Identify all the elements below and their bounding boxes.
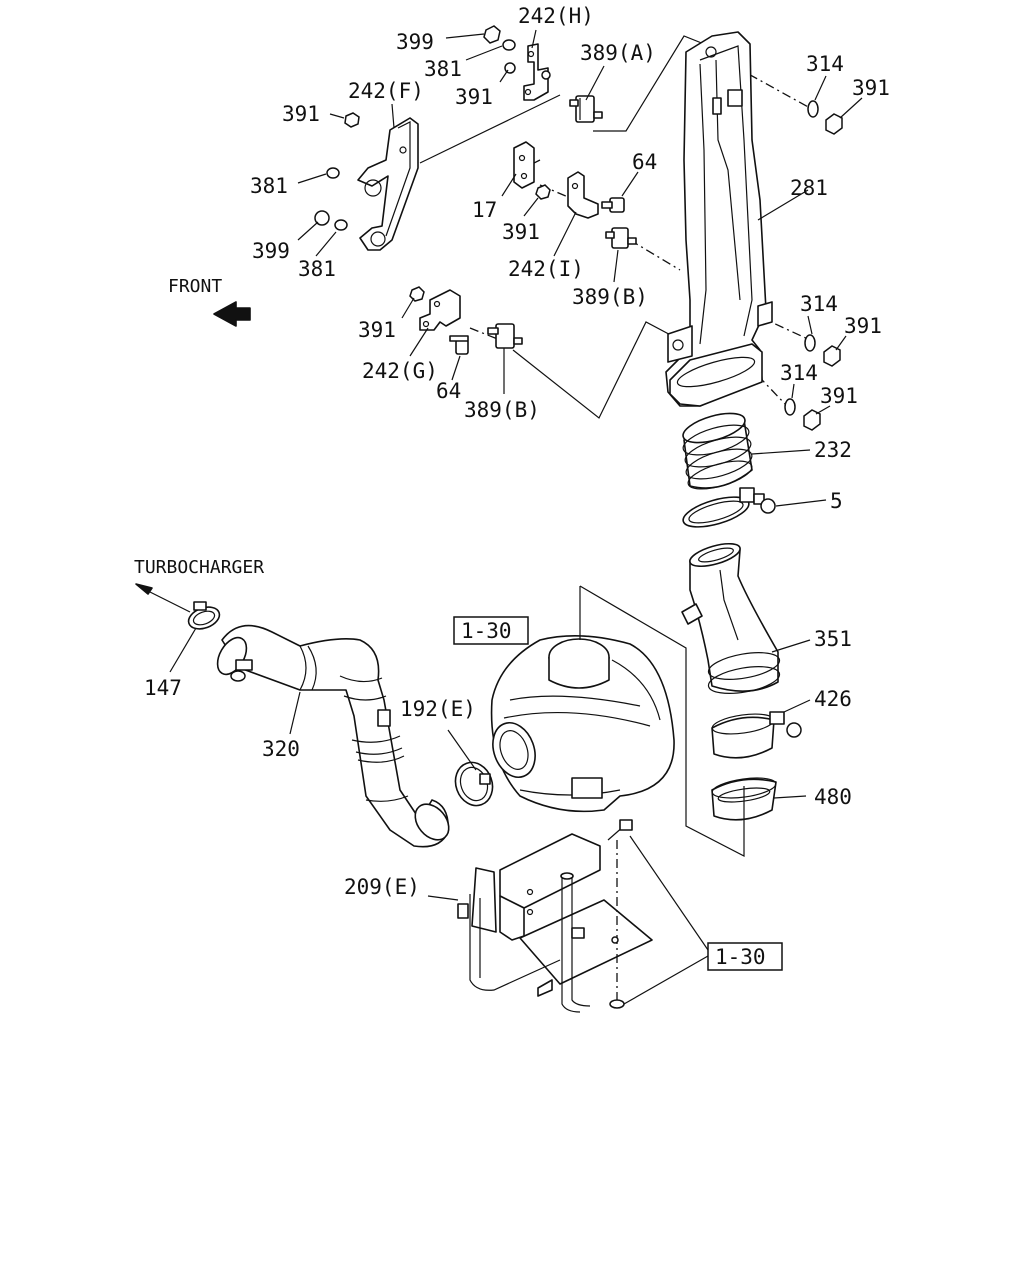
bracket-242f [357, 117, 419, 251]
air-cleaner-outline-line [579, 585, 745, 857]
nuts-top [483, 25, 516, 74]
label-381: 381 [250, 174, 288, 198]
air-cleaner [490, 635, 675, 813]
mount-389a [569, 95, 603, 123]
label-147: 147 [144, 676, 182, 700]
label-391: 391 [852, 76, 890, 100]
label-351: 351 [814, 627, 852, 651]
nuts-242f [314, 112, 360, 231]
intake-hose-320 [216, 624, 450, 848]
label-389b: 389(B) [464, 398, 540, 422]
elbow-351 [681, 542, 781, 694]
bracket-242h [523, 43, 551, 101]
clamp-147 [187, 601, 221, 630]
label-242f: 242(F) [348, 79, 424, 103]
label-320: 320 [262, 737, 300, 761]
label-391: 391 [502, 220, 540, 244]
label-391: 391 [455, 85, 493, 109]
washers-314-nuts-391 [784, 100, 843, 431]
label-64: 64 [436, 379, 461, 403]
label-480: 480 [814, 785, 852, 809]
label-turbocharger: TURBOCHARGER [134, 557, 264, 578]
label-391: 391 [282, 102, 320, 126]
turbocharger-arrow [135, 583, 153, 595]
ref-box-1-30-top [453, 616, 529, 645]
bracket-209e [457, 833, 653, 1013]
bracket-242g [419, 289, 461, 331]
label-front: FRONT [168, 276, 222, 297]
nut-391d [535, 184, 551, 200]
bolt-64b [449, 335, 469, 355]
label-242g: 242(G) [362, 359, 438, 383]
clamp-5 [682, 487, 776, 528]
label-242i: 242(I) [508, 257, 584, 281]
label-381: 381 [298, 257, 336, 281]
label-242h: 242(H) [518, 4, 594, 28]
label-1-30: 1-30 [461, 619, 512, 643]
ref-box-1-30-bottom [707, 942, 783, 971]
leader-lines [169, 29, 863, 1005]
label-1-30: 1-30 [715, 945, 766, 969]
label-399: 399 [252, 239, 290, 263]
air-duct-281 [665, 31, 773, 407]
label-391: 391 [844, 314, 882, 338]
clamp-426 [711, 711, 802, 759]
nut-391e [409, 286, 425, 302]
label-64: 64 [632, 150, 657, 174]
label-192e: 192(E) [400, 697, 476, 721]
label-389a: 389(A) [580, 41, 656, 65]
label-391: 391 [358, 318, 396, 342]
label-314: 314 [800, 292, 838, 316]
mount-389b-upper [605, 227, 637, 249]
clamp-192e [454, 761, 494, 807]
plate-17 [513, 141, 535, 189]
label-5: 5 [830, 489, 843, 513]
label-17: 17 [472, 198, 497, 222]
label-232: 232 [814, 438, 852, 462]
bellows-232 [682, 412, 753, 490]
label-426: 426 [814, 687, 852, 711]
front-arrow [213, 301, 251, 327]
mount-389b-lower [487, 323, 523, 349]
part-labels: 399 242(H) 381 391 389(A) 314 391 242(F)… [134, 4, 890, 969]
label-389b: 389(B) [572, 285, 648, 309]
label-209e: 209(E) [344, 875, 420, 899]
label-314: 314 [806, 52, 844, 76]
label-381: 381 [424, 57, 462, 81]
bracket-242i [567, 171, 599, 219]
label-281: 281 [790, 176, 828, 200]
label-399: 399 [396, 30, 434, 54]
label-391: 391 [820, 384, 858, 408]
bolt-64a [601, 197, 625, 213]
label-314: 314 [780, 361, 818, 385]
